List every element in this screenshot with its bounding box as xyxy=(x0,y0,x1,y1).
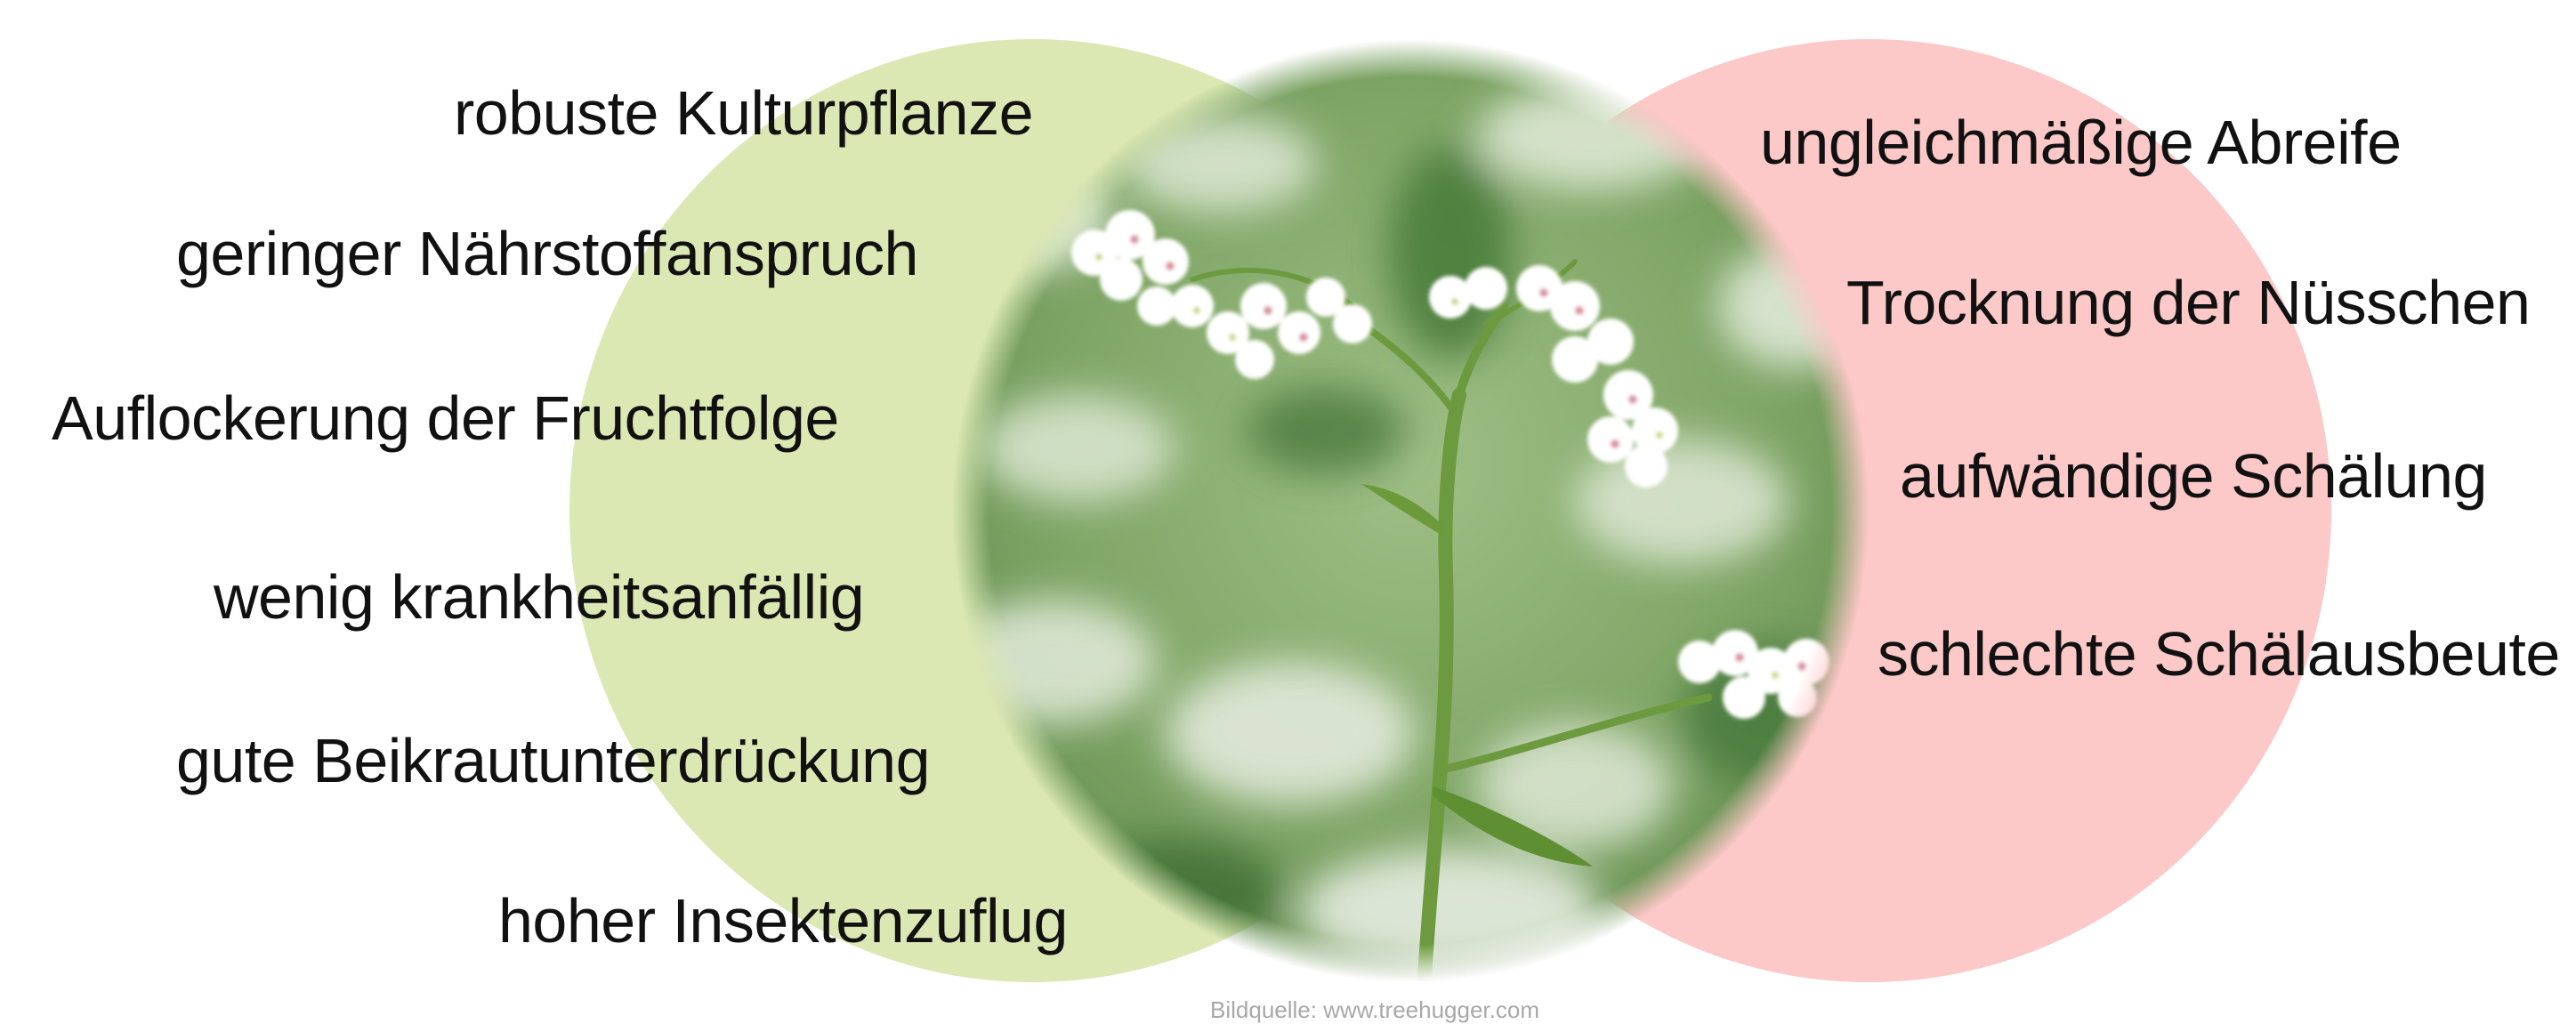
con-item-husk-yield: schlechte Schälausbeute xyxy=(1877,623,2560,685)
con-item-ripening: ungleichmäßige Abreife xyxy=(1760,111,2402,173)
pro-item-nutrients: geringer Nährstoffanspruch xyxy=(176,222,918,285)
pro-item-disease: wenig krankheitsanfällig xyxy=(214,566,864,628)
con-item-drying: Trocknung der Nüsschen xyxy=(1846,271,2530,334)
pro-item-crop-rotation: Auflockerung der Fruchtfolge xyxy=(52,387,839,449)
buckwheat-flower-photo xyxy=(952,39,1869,982)
image-source-caption: Bildquelle: www.treehugger.com xyxy=(1210,996,1539,1024)
pro-item-weeds: gute Beikrautunterdrückung xyxy=(176,730,930,792)
con-item-husking: aufwändige Schälung xyxy=(1900,445,2487,507)
buckwheat-flower-image xyxy=(952,39,1869,982)
pro-item-insects: hoher Insektenzuflug xyxy=(498,890,1068,952)
pro-item-robust: robuste Kulturpflanze xyxy=(454,82,1033,144)
